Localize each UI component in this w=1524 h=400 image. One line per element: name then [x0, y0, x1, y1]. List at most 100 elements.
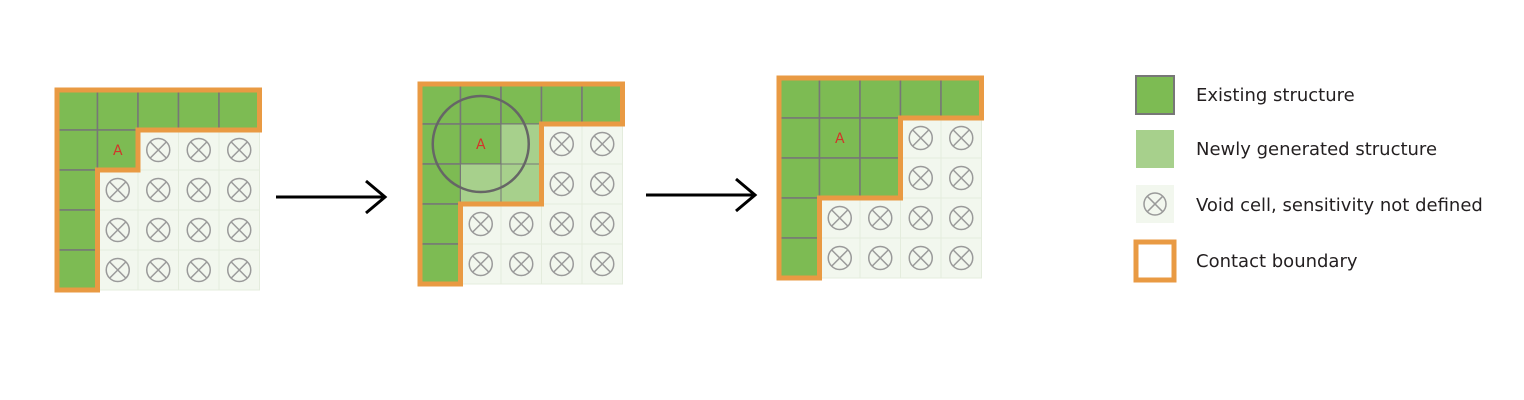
arrow-2: [646, 177, 758, 213]
grid-cell-existing: [859, 77, 902, 119]
panel-2: A: [417, 81, 625, 287]
grid-cell-void: [218, 129, 260, 171]
void-cell-icon: [590, 211, 615, 237]
cell-label-a: A: [113, 143, 123, 159]
grid-cell-void: [460, 203, 502, 245]
void-cell-icon: [549, 171, 574, 197]
grid-cell-existing: [859, 157, 902, 199]
grid-cell-void: [900, 157, 942, 199]
grid-cell-existing: [419, 203, 462, 245]
grid-cell-void: [97, 169, 139, 211]
grid-cell-existing: [56, 129, 99, 171]
legend: Existing structure Newly generated struc…: [1133, 75, 1483, 283]
void-cell-icon: [549, 131, 574, 157]
grid-cell-void: [819, 197, 861, 239]
grid-cell-existing: [899, 77, 942, 119]
grid-cell-existing: [177, 89, 220, 131]
grid-cell-existing: [859, 117, 902, 159]
legend-item-void: Void cell, sensitivity not defined: [1136, 185, 1483, 223]
grid-cell-void: [218, 249, 260, 291]
contact-boundary: [417, 81, 625, 287]
legend-item-boundary: Contact boundary: [1133, 239, 1358, 283]
grid-cell-void: [859, 197, 901, 239]
void-cell-icon: [468, 251, 493, 277]
grid-cell-existing: [459, 83, 502, 125]
void-cell-icon: [146, 137, 171, 163]
void-cell-icon: [146, 257, 171, 283]
void-cell-icon: [908, 165, 933, 191]
grid-cell-void: [137, 169, 179, 211]
grid-cell-existing: [419, 123, 462, 165]
grid-cell-void: [137, 249, 179, 291]
grid-cell-void: [940, 197, 982, 239]
void-cell-icon: [186, 257, 211, 283]
grid-cell-existing: [818, 117, 861, 159]
void-cell-icon: [590, 171, 615, 197]
grid-cell-new: [500, 123, 542, 165]
grid-cell-void: [137, 129, 179, 171]
grid-cell-void: [819, 237, 861, 279]
grid-cell-existing: [137, 89, 180, 131]
void-cell-icon: [105, 177, 130, 203]
grid-cell-existing: [56, 89, 99, 131]
void-cell-icon: [146, 217, 171, 243]
grid-cell-void: [178, 209, 220, 251]
legend-item-new: Newly generated structure: [1136, 130, 1437, 168]
grid-cell-void: [137, 209, 179, 251]
void-cell-icon: [186, 217, 211, 243]
grid-cell-void: [178, 249, 220, 291]
void-cell-icon: [590, 251, 615, 277]
void-cell-icon: [949, 205, 974, 231]
void-cell-icon: [509, 251, 534, 277]
cell-label-a: A: [476, 137, 486, 153]
grid-cell-void: [581, 123, 623, 165]
grid-cell-existing: [940, 77, 983, 119]
grid-cell-existing: [778, 77, 821, 119]
grid-cell-void: [581, 243, 623, 285]
grid-cell-void: [940, 237, 982, 279]
contact-boundary: [54, 87, 262, 293]
grid-cell-existing: [778, 157, 821, 199]
grid-cell-existing: [56, 249, 99, 291]
grid-cell-void: [940, 157, 982, 199]
grid-cell-existing: [581, 83, 624, 125]
grid-cell-existing: [419, 243, 462, 285]
contact-boundary: [776, 75, 984, 281]
void-cell-icon: [227, 217, 252, 243]
grid-cell-existing: [778, 197, 821, 239]
grid-cell-existing: [778, 117, 821, 159]
void-cell-icon: [949, 245, 974, 271]
grid-cell-void: [541, 163, 583, 205]
grid-cell-void: [581, 163, 623, 205]
void-cell-icon: [908, 125, 933, 151]
legend-swatch-existing: [1135, 75, 1175, 115]
grid-cell-new: [460, 163, 502, 205]
grid-cell-void: [460, 243, 502, 285]
grid-cell-void: [541, 203, 583, 245]
grid-cell-void: [218, 209, 260, 251]
panel-1: A: [54, 87, 262, 293]
legend-swatch-boundary: [1133, 239, 1177, 283]
grid-cell-void: [581, 203, 623, 245]
void-cell-icon: [949, 165, 974, 191]
arrow-1: [276, 179, 388, 215]
grid-cell-void: [940, 117, 982, 159]
void-cell-icon: [468, 211, 493, 237]
grid-cell-existing: [218, 89, 261, 131]
legend-label-new: Newly generated structure: [1196, 139, 1437, 160]
void-cell-icon: [186, 137, 211, 163]
void-cell-icon: [827, 245, 852, 271]
void-cell-icon: [227, 177, 252, 203]
void-cell-icon: [590, 131, 615, 157]
grid-cell-void: [541, 123, 583, 165]
grid-cell-void: [900, 197, 942, 239]
void-cell-icon: [868, 245, 893, 271]
grid-cell-void: [500, 203, 542, 245]
grid-cell-void: [218, 169, 260, 211]
grid-cell-existing: [56, 209, 99, 251]
void-cell-icon: [827, 205, 852, 231]
void-symbol-icon: [1143, 192, 1167, 216]
void-cell-icon: [227, 137, 252, 163]
legend-swatch-new: [1136, 130, 1174, 168]
